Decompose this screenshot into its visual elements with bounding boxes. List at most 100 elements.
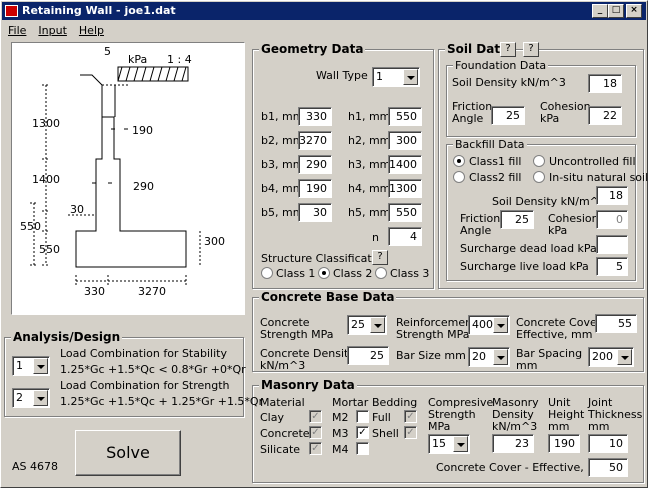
bar-spacing-select[interactable]: 200 <box>588 347 634 367</box>
bedding-shell-checkbox[interactable]: ✓ <box>404 426 417 439</box>
unit-input[interactable]: 190 <box>548 434 580 453</box>
stability-combo-select[interactable]: 1 <box>12 356 50 376</box>
soil-help-button-1[interactable]: ? <box>500 42 516 57</box>
bedding-full-label: Full <box>372 411 391 424</box>
concrete-strength-select[interactable]: 25 <box>347 315 387 335</box>
standard-label: AS 4678 <box>12 460 58 473</box>
mdens-label-2: Density <box>492 408 534 421</box>
comp-select[interactable]: 15 <box>428 434 470 454</box>
insitu-label: In-situ natural soil <box>549 171 648 184</box>
b5-label: b5, mm <box>261 206 304 219</box>
concrete-cover-input[interactable]: 55 <box>595 314 637 333</box>
bedding-full-checkbox[interactable]: ✓ <box>404 410 417 423</box>
mortar-m4-checkbox[interactable] <box>356 442 369 455</box>
b4-label: b4, mm <box>261 182 304 195</box>
material-clay-checkbox[interactable]: ✓ <box>309 410 322 423</box>
backfill-cohesion-input[interactable]: 0 <box>596 210 628 229</box>
uncontrolled-radio[interactable] <box>533 155 545 167</box>
maximize-button[interactable]: □ <box>608 4 624 18</box>
b3-input[interactable]: 290 <box>298 155 332 174</box>
concrete-density-input[interactable]: 25 <box>347 346 389 365</box>
dim-190: 190 <box>132 124 153 137</box>
h2-input[interactable]: 300 <box>388 131 422 150</box>
class3-radio[interactable] <box>375 267 387 279</box>
minimize-button[interactable]: _ <box>592 4 608 18</box>
masonry-cover-input[interactable]: 50 <box>588 458 628 477</box>
dim-top: 5 <box>104 45 111 58</box>
solve-button[interactable]: Solve <box>75 430 181 476</box>
strength-combo-select[interactable]: 2 <box>12 388 50 408</box>
material-clay-label: Clay <box>260 411 284 424</box>
mdens-input[interactable]: 23 <box>492 434 534 453</box>
chevron-down-icon <box>370 317 385 333</box>
material-silicate-label: Silicate <box>260 443 301 456</box>
concrete-strength-label-2: Strength MPa <box>260 328 334 341</box>
soil-help-button-2[interactable]: ? <box>523 42 539 57</box>
chevron-down-icon <box>403 69 418 85</box>
structure-class-label: Structure Classification <box>261 252 389 265</box>
wall-diagram: 5 kPa 1 : 4 1300 190 1400 290 30 550 550… <box>11 42 245 315</box>
dim-330: 330 <box>84 285 105 298</box>
dim-290: 290 <box>133 180 154 193</box>
concrete-density-label-1: Concrete Density <box>260 347 355 360</box>
masonry-cover-label: Concrete Cover - Effective, mm <box>436 461 609 474</box>
b2-input[interactable]: 3270 <box>298 131 332 150</box>
mdens-label-1: Masonry <box>492 396 539 409</box>
foundation-density-input[interactable]: 18 <box>588 74 622 93</box>
mortar-m3-checkbox[interactable]: ✓ <box>356 426 369 439</box>
n-input[interactable]: 4 <box>388 227 422 246</box>
h3-input[interactable]: 1400 <box>388 155 422 174</box>
reinf-label-2: Strength MPa <box>396 328 470 341</box>
structure-help-button[interactable]: ? <box>372 250 388 265</box>
geometry-title: Geometry Data <box>259 42 366 56</box>
menu-help[interactable]: Help <box>78 24 104 37</box>
h5-input[interactable]: 550 <box>388 203 422 222</box>
h4-input[interactable]: 1300 <box>388 179 422 198</box>
dim-300: 300 <box>204 235 225 248</box>
foundation-cohesion-input[interactable]: 22 <box>588 106 622 125</box>
surcharge-live-input[interactable]: 5 <box>596 257 628 276</box>
class1-radio[interactable] <box>261 267 273 279</box>
insitu-radio[interactable] <box>533 171 545 183</box>
geometry-group: Geometry Data <box>252 42 434 289</box>
mortar-m3-label: M3 <box>332 427 349 440</box>
b3-label: b3, mm <box>261 158 304 171</box>
b5-input[interactable]: 30 <box>298 203 332 222</box>
joint-label-3: mm <box>588 420 610 433</box>
analysis-group: Analysis/Design <box>4 330 244 417</box>
surcharge-dead-input[interactable] <box>596 235 628 254</box>
backfill-group: Backfill Data <box>446 138 636 281</box>
mortar-m2-checkbox[interactable] <box>356 410 369 423</box>
joint-input[interactable]: 10 <box>588 434 628 453</box>
wall-type-label: Wall Type <box>316 69 368 82</box>
foundation-friction-input[interactable]: 25 <box>491 106 525 125</box>
menu-input[interactable]: Input <box>38 24 67 37</box>
h1-label: h1, mm <box>348 110 391 123</box>
soil-group: Soil Data <box>438 42 644 289</box>
class2fill-radio[interactable] <box>453 171 465 183</box>
h2-label: h2, mm <box>348 134 391 147</box>
b1-input[interactable]: 330 <box>298 107 332 126</box>
wall-type-value: 1 <box>376 70 383 83</box>
material-silicate-checkbox[interactable]: ✓ <box>309 442 322 455</box>
mortar-label: Mortar <box>332 396 369 409</box>
backfill-density-input[interactable]: 18 <box>596 186 628 205</box>
mortar-m4-label: M4 <box>332 443 349 456</box>
masonry-title: Masonry Data <box>259 378 357 392</box>
reinf-select[interactable]: 400 <box>468 315 510 335</box>
h1-input[interactable]: 550 <box>388 107 422 126</box>
class1fill-radio[interactable] <box>453 155 465 167</box>
stability-combo-value: 1 <box>16 359 23 372</box>
foundation-friction-label-1: Friction <box>452 100 493 113</box>
close-button[interactable]: × <box>626 4 642 18</box>
b4-input[interactable]: 190 <box>298 179 332 198</box>
material-concrete-checkbox[interactable]: ✓ <box>309 426 322 439</box>
unit-label-1: Unit <box>548 396 571 409</box>
wall-type-select[interactable]: 1 <box>372 67 420 87</box>
class2-radio[interactable] <box>318 267 330 279</box>
class3-label: Class 3 <box>390 267 430 280</box>
bar-size-select[interactable]: 20 <box>468 347 510 367</box>
backfill-friction-input[interactable]: 25 <box>500 210 534 229</box>
menu-file[interactable]: File <box>8 24 27 37</box>
n-label: n <box>372 231 379 244</box>
